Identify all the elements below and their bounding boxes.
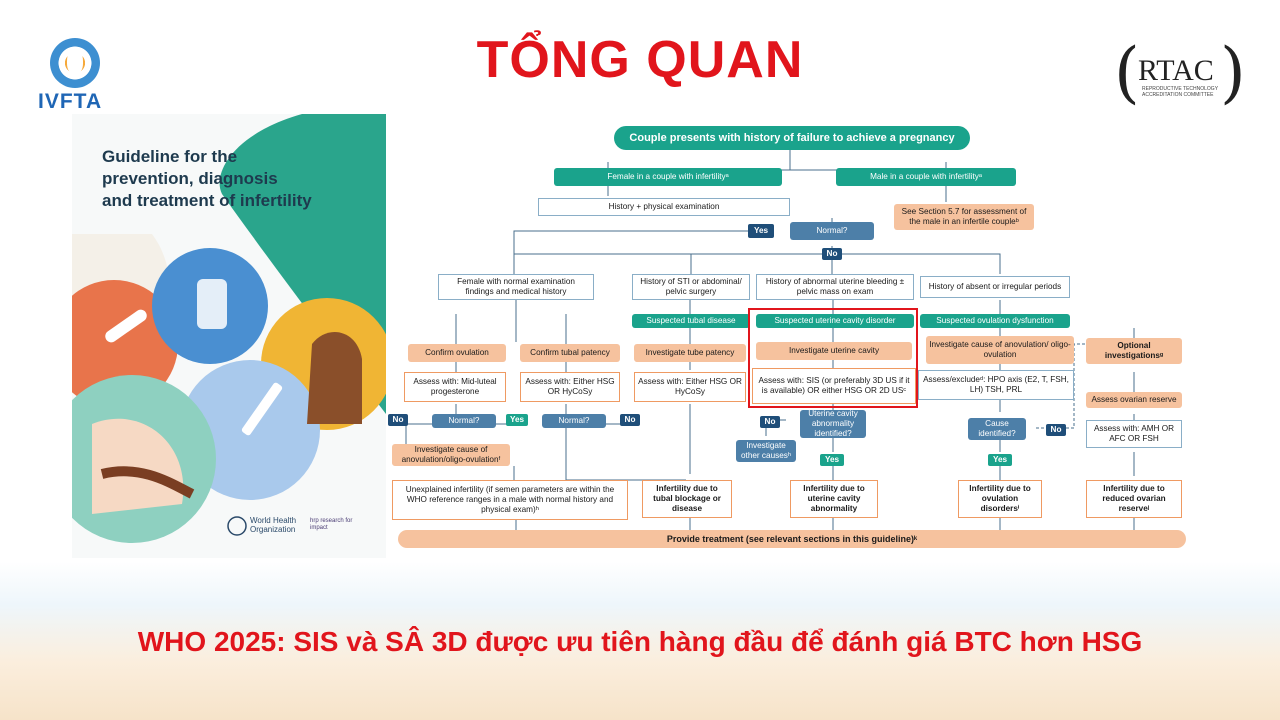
confirm-tubal-node: Confirm tubal patency [520,344,620,362]
no-label-5: No [1046,424,1066,436]
cover-circle-orange [72,280,178,408]
branch-normal-history: Female with normal examination findings … [438,274,594,300]
no-label-1: No [822,248,842,260]
investigate-uterine-node: Investigate uterine cavity [756,342,912,360]
who-emblem-icon [227,516,247,536]
yes-label-1: Yes [748,224,774,238]
suspected-uterine-node: Suspected uterine cavity disorder [756,314,914,328]
history-exam-node: History + physical examination [538,198,790,216]
slide-caption: WHO 2025: SIS và SÂ 3D được ưu tiên hàng… [137,626,1143,657]
cover-title: Guideline for the prevention, diagnosis … [102,147,312,210]
hand-illustration [100,466,195,499]
test-tube-icon [105,309,147,343]
no-label-2: No [388,414,408,426]
cause-identified-decision: Cause identified? [968,418,1026,440]
yes-label-4: Yes [988,454,1012,466]
syringe-icon [241,382,283,436]
rtac-logo-text: RTAC [1138,54,1214,87]
start-node: Couple presents with history of failure … [614,126,970,150]
assess-ovarian-reserve-node: Assess ovarian reserve [1086,392,1182,408]
normal-decision-3: Normal? [542,414,606,428]
assess-progesterone-node: Assess with: Mid-luteal progesterone [404,372,506,402]
who-name: World Health Organization [250,516,297,534]
male-section-node: See Section 5.7 for assessment of the ma… [894,204,1034,230]
branch-abnormal-bleeding: History of abnormal uterine bleeding ± p… [756,274,914,300]
yes-label-3: Yes [820,454,844,466]
cover-artwork [72,114,386,543]
assess-hsg-2-node: Assess with: Either HSG OR HyCoSy [634,372,746,402]
investigate-anovulation-node: Investigate cause of anovulation/ oligo-… [926,336,1074,364]
female-node: Female in a couple with infertilityᵃ [554,168,782,186]
infertility-ovulation-node: Infertility due to ovulation disordersⁱ [958,480,1042,518]
infertility-ovarian-node: Infertility due to reduced ovarian reser… [1086,480,1182,518]
rtac-bracket-right-icon: ) [1220,34,1246,111]
suspected-tubal-node: Suspected tubal disease [632,314,750,328]
investigate-other-causes-node: Investigate other causesʰ [736,440,796,462]
hrp-name: hrp research for impact [310,518,353,531]
investigate-anovulation-2-node: Investigate cause of anovulation/oligo-o… [392,444,510,466]
unexplained-infertility-node: Unexplained infertility (if semen parame… [392,480,628,520]
uterine-abnormality-decision: Uterine cavity abnormality identified? [800,409,866,438]
infertility-tubal-node: Infertility due to tubal blockage or dis… [642,480,732,518]
yes-label-2: Yes [506,414,528,426]
no-label-3: No [620,414,640,426]
suspected-ovulation-node: Suspected ovulation dysfunction [920,314,1070,328]
assess-hsg-1-node: Assess with: Either HSG OR HyCoSy [520,372,620,402]
person-illustration [307,332,362,424]
slide-title: TỔNG QUAN [476,31,804,89]
assess-sis-3dus-node: Assess with: SIS (or preferably 3D US if… [752,368,916,404]
ivfta-logo: IVFTA [30,36,114,116]
rtac-bracket-left-icon: ( [1114,34,1140,111]
ivfta-logo-text: IVFTA [38,90,103,113]
rtac-logo-subtitle: REPRODUCTIVE TECHNOLOGY ACCREDITATION CO… [1142,86,1218,98]
guideline-cover: Guideline for the prevention, diagnosis … [72,114,386,558]
investigate-tube-node: Investigate tube patency [634,344,746,362]
infertility-uterine-node: Infertility due to uterine cavity abnorm… [790,480,878,518]
optional-investigations-node: Optional investigationsᵍ [1086,338,1182,364]
normal-decision-2: Normal? [432,414,496,428]
male-node: Male in a couple with infertilityᵃ [836,168,1016,186]
assess-amh-node: Assess with: AMH OR AFC OR FSH [1086,420,1182,448]
assess-hpo-node: Assess/excludeᵈ: HPO axis (E2, T, FSH, L… [918,370,1074,400]
branch-irregular-periods: History of absent or irregular periods [920,276,1070,298]
rtac-logo: ( RTAC ) REPRODUCTIVE TECHNOLOGY ACCREDI… [1112,34,1246,118]
no-label-4: No [760,416,780,428]
microscope-icon [197,279,227,329]
confirm-ovulation-node: Confirm ovulation [408,344,506,362]
normal-decision-1: Normal? [790,222,874,240]
infertility-flowchart: Couple presents with history of failure … [386,114,1194,558]
ivfta-emblem-icon [50,38,100,88]
pregnant-belly-illustration [92,418,184,514]
branch-sti-surgery: History of STI or abdominal/ pelvic surg… [632,274,750,300]
uterine-highlight-box [748,308,918,408]
provide-treatment-node: Provide treatment (see relevant sections… [398,530,1186,548]
